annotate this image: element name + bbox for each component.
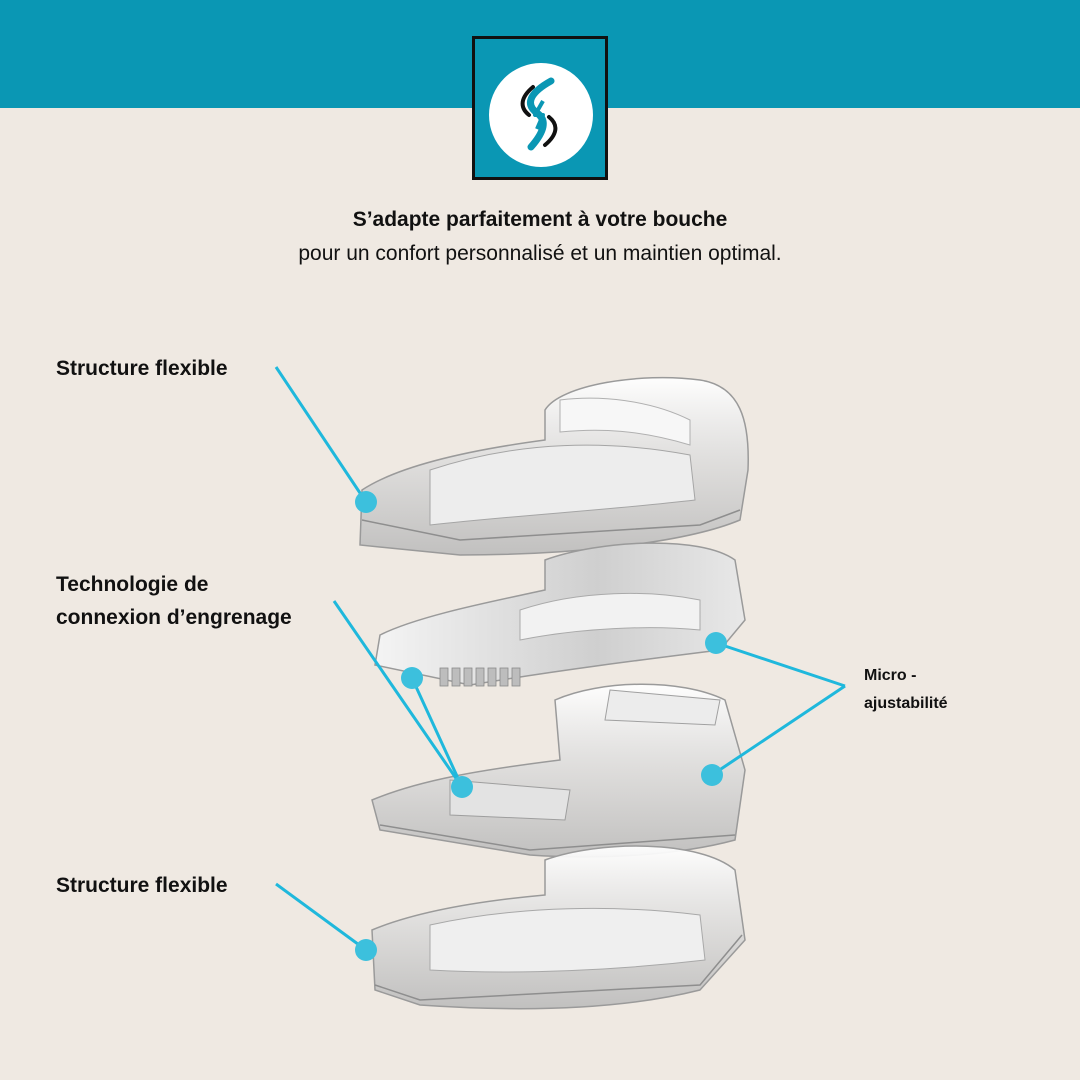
pointer-dots [355, 491, 727, 961]
dot-gear-upper [401, 667, 423, 689]
callout-micro-adjustability: Micro - ajustabilité [864, 662, 948, 718]
callout-structure-flexible-top: Structure flexible [56, 357, 228, 380]
callout-structure-flexible-bottom: Structure flexible [56, 874, 228, 897]
callout-micro-line2: ajustabilité [864, 695, 948, 712]
dot-micro-lower [701, 764, 723, 786]
callout-micro-line1: Micro - [864, 667, 917, 684]
dot-top-tray [355, 491, 377, 513]
headline: S’adapte parfaitement à votre bouche [352, 208, 728, 231]
dot-micro-upper [705, 632, 727, 654]
callout-gear-line1: Technologie de [56, 573, 209, 596]
lower-gear-plate [371, 683, 746, 858]
callout-gear-connection: Technologie de connexion d’engrenage [56, 568, 292, 634]
pointer-lines [274, 366, 846, 952]
subline: pour un confort personnalisé et un maint… [298, 242, 782, 265]
brand-logo-icon [520, 77, 558, 151]
logo-circle [489, 63, 593, 167]
top-tray-layer [359, 376, 749, 556]
dot-bottom-tray [355, 939, 377, 961]
bottom-tray-layer [371, 845, 746, 1010]
brand-logo [472, 36, 608, 180]
callout-gear-line2: connexion d’engrenage [56, 606, 292, 629]
upper-gear-plate [374, 542, 746, 687]
dot-gear-lower [451, 776, 473, 798]
